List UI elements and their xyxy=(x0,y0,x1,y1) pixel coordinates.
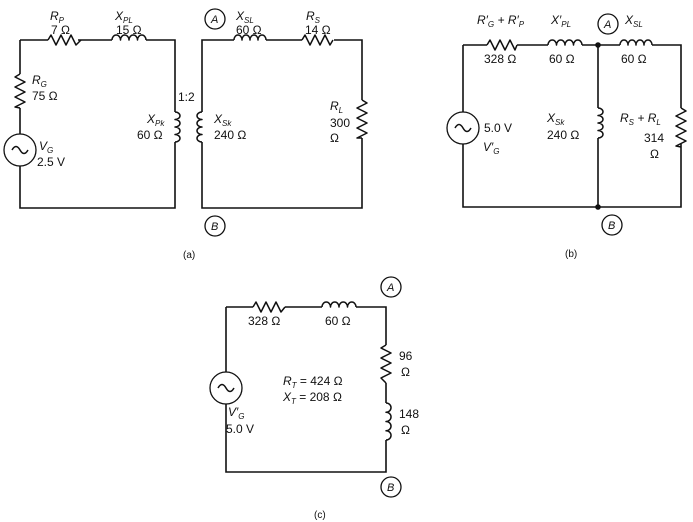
b-vg-value: 5.0 V xyxy=(484,121,512,135)
a-resistor-rs xyxy=(301,34,334,46)
c-vg-value: 5.0 V xyxy=(226,422,254,436)
c-node-b-circle xyxy=(380,476,402,498)
a-xsk-value: 240 Ω xyxy=(214,128,246,142)
b-xsl-value: 60 Ω xyxy=(621,52,647,66)
c-resistor-value: 328 Ω xyxy=(248,314,280,328)
b-resistor-rsl xyxy=(675,107,687,148)
a-inductor-xsk xyxy=(196,111,203,143)
c-x2-unit: Ω xyxy=(401,423,410,437)
a-turns-ratio: 1:2 xyxy=(178,90,195,104)
b-inductor-xsk xyxy=(597,107,604,139)
c-node-b-label: B xyxy=(387,482,394,494)
a-rg-label: RG xyxy=(32,73,47,89)
c-r2-unit: Ω xyxy=(401,365,410,379)
c-wires xyxy=(225,306,387,473)
c-resistor-328 xyxy=(252,301,286,313)
a-primary-wire xyxy=(19,39,176,209)
a-vg-label: VG xyxy=(39,139,53,155)
a-rs-label: RS xyxy=(306,9,321,25)
b-resistor-rgp xyxy=(486,39,518,51)
b-junction-top xyxy=(595,42,601,48)
a-inductor-xpk xyxy=(174,111,181,143)
c-inductor-60 xyxy=(321,301,357,308)
a-xsk-label: XSk xyxy=(213,112,232,128)
a-resistor-rl xyxy=(356,99,368,139)
c-r2-value: 96 xyxy=(399,349,413,363)
c-node-a-circle xyxy=(380,276,402,298)
c-source-vg-symbol xyxy=(217,383,235,393)
c-rt-label: RT = 424 Ω xyxy=(283,374,343,390)
b-inductor-xsl xyxy=(619,39,653,46)
b-rsl-unit: Ω xyxy=(650,147,659,161)
a-resistor-rg xyxy=(14,73,26,109)
a-rs-value: 14 Ω xyxy=(305,23,331,37)
a-rl-value: 300 xyxy=(330,116,350,130)
a-inductor-xsl xyxy=(233,34,267,41)
b-source-vg-symbol xyxy=(454,123,472,133)
a-node-b-circle xyxy=(204,215,226,237)
diagram-a: RP 7 Ω XPL 15 Ω RG 75 Ω VG 2.5 V XPk 60 … xyxy=(3,8,368,261)
a-node-a-circle xyxy=(204,8,226,30)
b-node-b-label: B xyxy=(608,220,615,232)
a-node-a-label: A xyxy=(210,14,218,26)
c-inductor-value: 60 Ω xyxy=(325,314,351,328)
a-vg-value: 2.5 V xyxy=(37,155,65,169)
b-rgp-label: R′G + R′P xyxy=(477,13,525,29)
a-xpk-label: XPk xyxy=(146,112,165,128)
a-resistor-rp xyxy=(47,34,82,46)
a-node-b-label: B xyxy=(211,221,218,233)
b-xpl-label: X′PL xyxy=(550,13,571,29)
b-caption: (b) xyxy=(565,249,577,260)
a-secondary-wire xyxy=(201,39,363,209)
b-node-b-circle xyxy=(601,214,623,236)
a-rg-value: 75 Ω xyxy=(32,89,58,103)
b-xsk-label: XSk xyxy=(546,111,565,127)
a-rp-label: RP xyxy=(50,9,65,25)
a-rl-label: RL xyxy=(330,99,343,115)
b-inductor-xpl xyxy=(547,39,583,46)
diagram-b: R′G + R′P 328 Ω X′PL 60 Ω A XSL 60 Ω 5.0… xyxy=(446,13,687,260)
a-rp-value: 7 Ω xyxy=(51,23,70,37)
c-vg-label: V′G xyxy=(228,405,245,421)
b-xsk-value: 240 Ω xyxy=(547,128,579,142)
b-rsl-label: RS + RL xyxy=(620,111,661,127)
b-xsl-label: XSL xyxy=(624,13,643,29)
a-xpl-value: 15 Ω xyxy=(116,23,142,37)
b-rsl-value: 314 xyxy=(644,131,664,145)
c-inductor-148 xyxy=(385,402,392,441)
c-node-a-label: A xyxy=(386,282,394,294)
b-node-a-circle xyxy=(597,13,619,35)
c-caption: (c) xyxy=(314,510,326,521)
b-rgp-value: 328 Ω xyxy=(484,52,516,66)
b-junction-bottom xyxy=(595,204,601,210)
b-vg-label: V′G xyxy=(483,140,500,156)
a-inductor-xpl xyxy=(111,34,147,41)
a-xsl-value: 60 Ω xyxy=(236,23,262,37)
c-x2-value: 148 xyxy=(399,407,419,421)
b-xpl-value: 60 Ω xyxy=(549,52,575,66)
c-resistor-96 xyxy=(380,344,392,384)
a-source-vg-symbol xyxy=(11,145,29,155)
b-node-a-label: A xyxy=(603,19,611,31)
a-xsl-label: XSL xyxy=(235,9,254,25)
diagram-c: 328 Ω 60 Ω A 96 Ω 148 Ω RT = 424 Ω XT = … xyxy=(209,276,419,521)
a-rl-unit: Ω xyxy=(330,131,339,145)
a-caption: (a) xyxy=(183,250,195,261)
b-wires xyxy=(462,44,682,208)
a-xpk-value: 60 Ω xyxy=(137,128,163,142)
a-xpl-label: XPL xyxy=(114,9,133,25)
c-xt-label: XT = 208 Ω xyxy=(282,390,342,406)
